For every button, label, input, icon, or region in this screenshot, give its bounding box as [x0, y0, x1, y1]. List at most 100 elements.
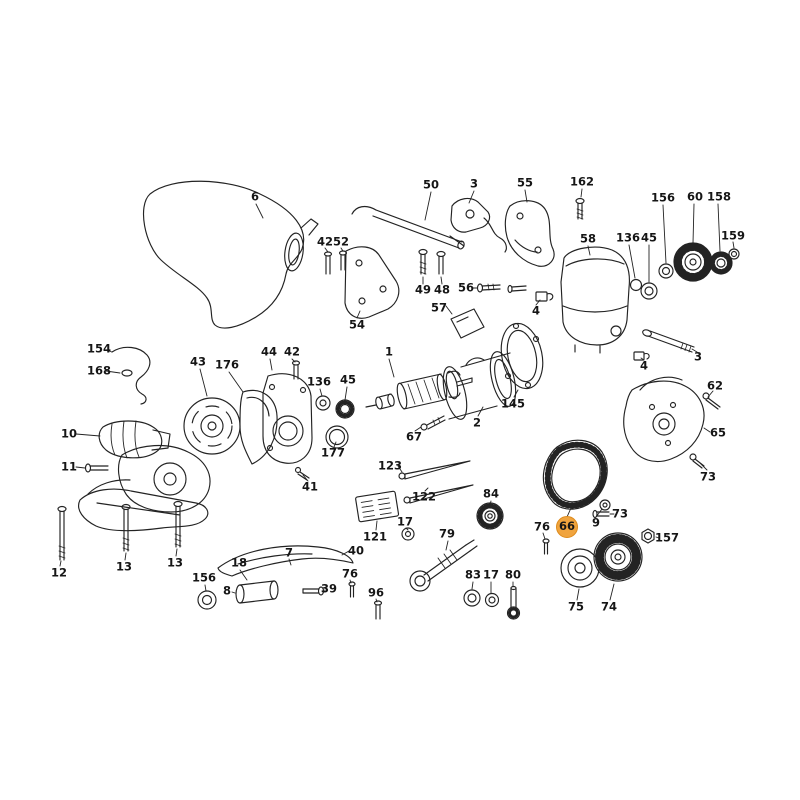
drive-belt-drawing	[542, 439, 611, 555]
part-label-66[interactable]: 66	[556, 516, 578, 538]
part-label-3[interactable]: 3	[469, 176, 479, 191]
part-label-11[interactable]: 11	[60, 459, 78, 474]
part-label-2[interactable]: 2	[472, 415, 482, 430]
switch-cord-drawing	[450, 197, 507, 253]
part-label-42[interactable]: 42	[316, 234, 334, 249]
part-label-9[interactable]: 9	[591, 515, 601, 530]
part-label-3[interactable]: 3	[693, 349, 703, 364]
part-label-45[interactable]: 45	[640, 230, 658, 245]
part-label-136[interactable]: 136	[615, 230, 641, 245]
part-label-18[interactable]: 18	[230, 555, 248, 570]
gear-housing-drawing	[623, 329, 721, 469]
vent-plate-drawing	[355, 490, 400, 523]
part-label-39[interactable]: 39	[320, 581, 338, 596]
part-label-13[interactable]: 13	[115, 559, 133, 574]
guide-rod-drawing	[351, 205, 465, 250]
spindle-shaft-drawing	[409, 539, 478, 592]
part-label-8[interactable]: 8	[222, 583, 232, 598]
part-label-176[interactable]: 176	[214, 357, 240, 372]
part-label-122[interactable]: 122	[411, 489, 437, 504]
part-label-52[interactable]: 52	[332, 234, 350, 249]
handle-bracket-drawing	[504, 200, 555, 267]
part-label-45[interactable]: 45	[339, 372, 357, 387]
pulley-group-drawing	[560, 528, 655, 588]
base-housing-drawing	[78, 444, 211, 532]
part-label-76[interactable]: 76	[341, 566, 359, 581]
part-label-96[interactable]: 96	[367, 585, 385, 600]
fan-baffle-drawing	[183, 389, 278, 465]
part-label-168[interactable]: 168	[86, 363, 112, 378]
part-label-17[interactable]: 17	[482, 567, 500, 582]
part-label-154[interactable]: 154	[86, 341, 112, 356]
part-label-12[interactable]: 12	[50, 565, 68, 580]
washer-17-drawing	[401, 527, 415, 541]
bevel-gear-set-drawing	[658, 242, 740, 282]
part-label-7[interactable]: 7	[284, 545, 294, 560]
part-label-162[interactable]: 162	[569, 174, 595, 189]
part-label-56[interactable]: 56	[457, 280, 475, 295]
part-label-79[interactable]: 79	[438, 526, 456, 541]
part-label-156[interactable]: 156	[650, 190, 676, 205]
part-label-80[interactable]: 80	[504, 567, 522, 582]
part-label-54[interactable]: 54	[348, 317, 366, 332]
part-label-62[interactable]: 62	[706, 378, 724, 393]
part-label-177[interactable]: 177	[320, 445, 346, 460]
part-label-58[interactable]: 58	[579, 231, 597, 246]
dust-bag-drawing	[142, 180, 319, 329]
part-label-40[interactable]: 40	[347, 543, 365, 558]
washers-center-drawing	[294, 395, 355, 481]
part-label-17[interactable]: 17	[396, 514, 414, 529]
part-label-55[interactable]: 55	[516, 175, 534, 190]
part-label-121[interactable]: 121	[362, 529, 388, 544]
part-label-67[interactable]: 67	[405, 429, 423, 444]
part-label-136[interactable]: 136	[306, 374, 332, 389]
screw-67-drawing	[420, 415, 446, 431]
armature-drawing	[365, 370, 473, 410]
gear-84-drawing	[476, 502, 504, 530]
part-label-65[interactable]: 65	[709, 425, 727, 440]
part-label-60[interactable]: 60	[686, 189, 704, 204]
part-label-41[interactable]: 41	[301, 479, 319, 494]
part-label-48[interactable]: 48	[433, 282, 451, 297]
part-label-76[interactable]: 76	[533, 519, 551, 534]
part-label-57[interactable]: 57	[430, 300, 448, 315]
motor-housing-drawing	[560, 246, 630, 354]
screw-162-drawing	[575, 197, 585, 220]
part-label-1[interactable]: 1	[384, 344, 394, 359]
part-label-44[interactable]: 44	[260, 344, 278, 359]
part-label-156[interactable]: 156	[191, 570, 217, 585]
part-label-145[interactable]: 145	[500, 396, 526, 411]
part-label-50[interactable]: 50	[422, 177, 440, 192]
part-label-6[interactable]: 6	[250, 189, 260, 204]
part-label-157[interactable]: 157	[654, 530, 680, 545]
washers-right-drawing	[629, 278, 658, 300]
part-label-73[interactable]: 73	[699, 469, 717, 484]
guard-plate-group-drawing	[197, 545, 383, 620]
dust-nozzle-drawing	[98, 420, 171, 459]
screw-56-brush-drawing	[476, 283, 554, 302]
part-label-84[interactable]: 84	[482, 486, 500, 501]
part-label-123[interactable]: 123	[377, 458, 403, 473]
part-label-73[interactable]: 73	[611, 506, 629, 521]
part-label-49[interactable]: 49	[414, 282, 432, 297]
screws-left-drawing	[57, 463, 183, 561]
small-parts-83-17-80-drawing	[463, 585, 521, 620]
screws-49-48-drawing	[418, 248, 446, 275]
part-label-43[interactable]: 43	[189, 354, 207, 369]
wire-154-168-drawing	[111, 346, 151, 405]
part-label-10[interactable]: 10	[60, 426, 78, 441]
part-label-83[interactable]: 83	[464, 567, 482, 582]
part-label-159[interactable]: 159	[720, 228, 746, 243]
part-label-158[interactable]: 158	[706, 189, 732, 204]
part-label-75[interactable]: 75	[567, 599, 585, 614]
bearing-plate-44-drawing	[262, 360, 313, 464]
gasket-145-drawing	[500, 322, 544, 390]
part-label-74[interactable]: 74	[600, 599, 618, 614]
part-label-4[interactable]: 4	[639, 358, 649, 373]
part-label-13[interactable]: 13	[166, 555, 184, 570]
bracket-54-drawing	[323, 246, 400, 319]
part-label-42[interactable]: 42	[283, 344, 301, 359]
part-label-4[interactable]: 4	[531, 303, 541, 318]
